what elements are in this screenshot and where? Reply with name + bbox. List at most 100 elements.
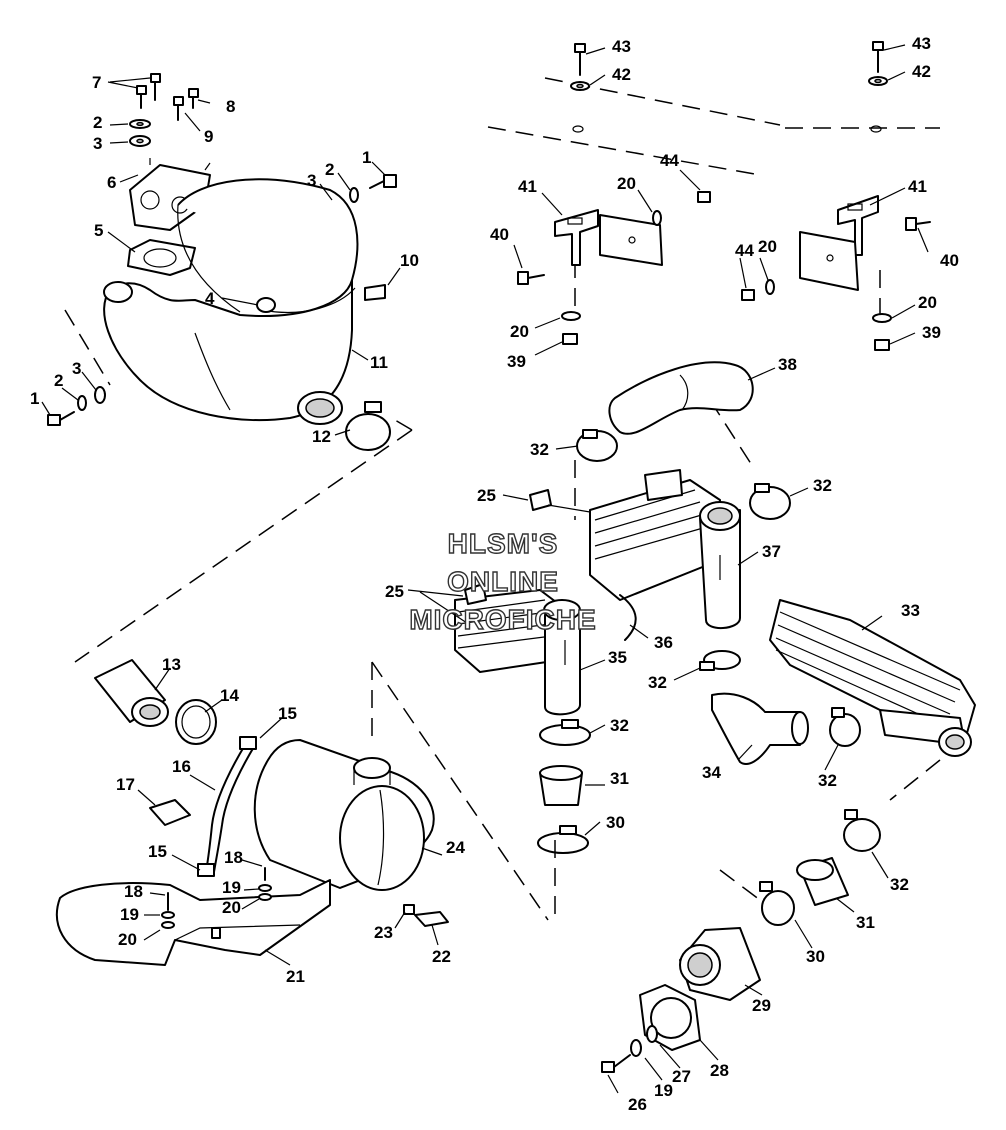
exchanger-35 <box>454 589 581 716</box>
callout-33: 33 <box>901 601 920 620</box>
callout-4: 4 <box>205 289 215 308</box>
gasket-5 <box>127 239 196 276</box>
callout-22: 22 <box>432 947 451 966</box>
pad-17 <box>149 799 191 826</box>
tray-hardware-18-19-20 <box>161 867 272 939</box>
callout-20b: 20 <box>758 237 777 256</box>
callout-1b: 1 <box>30 389 39 408</box>
callout-18a: 18 <box>224 848 243 867</box>
callout-6: 6 <box>107 173 116 192</box>
callout-44b: 44 <box>735 241 754 260</box>
callout-35: 35 <box>608 648 627 667</box>
callout-20d: 20 <box>918 293 937 312</box>
outlet-housing-29 <box>679 927 761 1001</box>
callout-32a: 32 <box>530 440 549 459</box>
callout-39b: 39 <box>922 323 941 342</box>
callout-32c: 32 <box>648 673 667 692</box>
clamp-30-center <box>537 825 589 854</box>
bolt-43-left <box>570 43 590 91</box>
callout-21: 21 <box>286 967 305 986</box>
small-hardware <box>517 191 931 351</box>
callout-3c: 3 <box>72 359 81 378</box>
callout-3a: 3 <box>93 134 102 153</box>
callout-31b: 31 <box>856 913 875 932</box>
exchanger-33 <box>769 599 976 757</box>
callout-29: 29 <box>752 996 771 1015</box>
callout-17: 17 <box>116 775 135 794</box>
clamp-12 <box>345 401 391 451</box>
callout-2b: 2 <box>325 160 334 179</box>
callout-43b: 43 <box>912 34 931 53</box>
ring-14 <box>175 699 217 745</box>
coupler-13 <box>94 659 169 727</box>
callout-1a: 1 <box>362 148 371 167</box>
decals-25 <box>464 489 552 605</box>
callout-34: 34 <box>702 763 721 782</box>
muffler-24 <box>253 739 435 891</box>
callout-10: 10 <box>400 251 419 270</box>
callout-40a: 40 <box>490 225 509 244</box>
callout-16: 16 <box>172 757 191 776</box>
elbow-34 <box>711 692 809 765</box>
callout-13: 13 <box>162 655 181 674</box>
callout-7: 7 <box>92 73 101 92</box>
callout-23: 23 <box>374 923 393 942</box>
strap-16 <box>197 736 257 877</box>
callout-42b: 42 <box>912 62 931 81</box>
callout-24: 24 <box>446 838 465 857</box>
callout-27: 27 <box>672 1067 691 1086</box>
callout-19c: 19 <box>120 905 139 924</box>
callout-20c: 20 <box>510 322 529 341</box>
callout-14: 14 <box>220 686 239 705</box>
expansion-chamber-11 <box>103 178 386 425</box>
watermark-line-3: MICROFICHE <box>409 604 596 635</box>
callout-25b: 25 <box>385 582 404 601</box>
bracket-22 <box>403 904 449 927</box>
callout-40b: 40 <box>940 251 959 270</box>
callout-15a: 15 <box>278 704 297 723</box>
callout-9: 9 <box>204 127 213 146</box>
callout-2a: 2 <box>93 113 102 132</box>
callout-39a: 39 <box>507 352 526 371</box>
callout-36: 36 <box>654 633 673 652</box>
hose-38 <box>608 361 754 435</box>
coupler-31-right <box>796 857 849 906</box>
callout-18b: 18 <box>124 882 143 901</box>
clamp-30-right <box>759 881 795 926</box>
callout-44a: 44 <box>660 151 679 170</box>
callout-31a: 31 <box>610 769 629 788</box>
clamps-32 <box>539 429 881 852</box>
callout-19a: 19 <box>654 1081 673 1100</box>
coupler-31-center <box>539 765 583 806</box>
callout-32d: 32 <box>610 716 629 735</box>
bolt-43-right <box>868 41 888 86</box>
callout-30a: 30 <box>606 813 625 832</box>
callout-32e: 32 <box>818 771 837 790</box>
callout-20f: 20 <box>118 930 137 949</box>
leader-lines <box>41 44 929 1094</box>
callout-37: 37 <box>762 542 781 561</box>
callout-41b: 41 <box>908 177 927 196</box>
tray-21 <box>55 879 331 966</box>
callout-26: 26 <box>628 1095 647 1114</box>
callout-20e: 20 <box>222 898 241 917</box>
callout-38: 38 <box>778 355 797 374</box>
watermark-line-2: ONLINE <box>447 566 559 597</box>
exchanger-37 <box>589 469 741 629</box>
assembly-dashed-lines <box>64 77 941 921</box>
callout-32f: 32 <box>890 875 909 894</box>
watermark: HLSM'S ONLINE MICROFICHE <box>409 527 597 635</box>
callout-2c: 2 <box>54 371 63 390</box>
callout-19b: 19 <box>222 878 241 897</box>
callout-28: 28 <box>710 1061 729 1080</box>
callout-43a: 43 <box>612 37 631 56</box>
callout-12: 12 <box>312 427 331 446</box>
callout-11: 11 <box>370 353 388 372</box>
callout-25a: 25 <box>477 486 496 505</box>
outlet-hardware-26-27 <box>601 1025 658 1073</box>
callout-15b: 15 <box>148 842 167 861</box>
callout-5: 5 <box>94 221 103 240</box>
watermark-line-1: HLSM'S <box>448 528 559 559</box>
